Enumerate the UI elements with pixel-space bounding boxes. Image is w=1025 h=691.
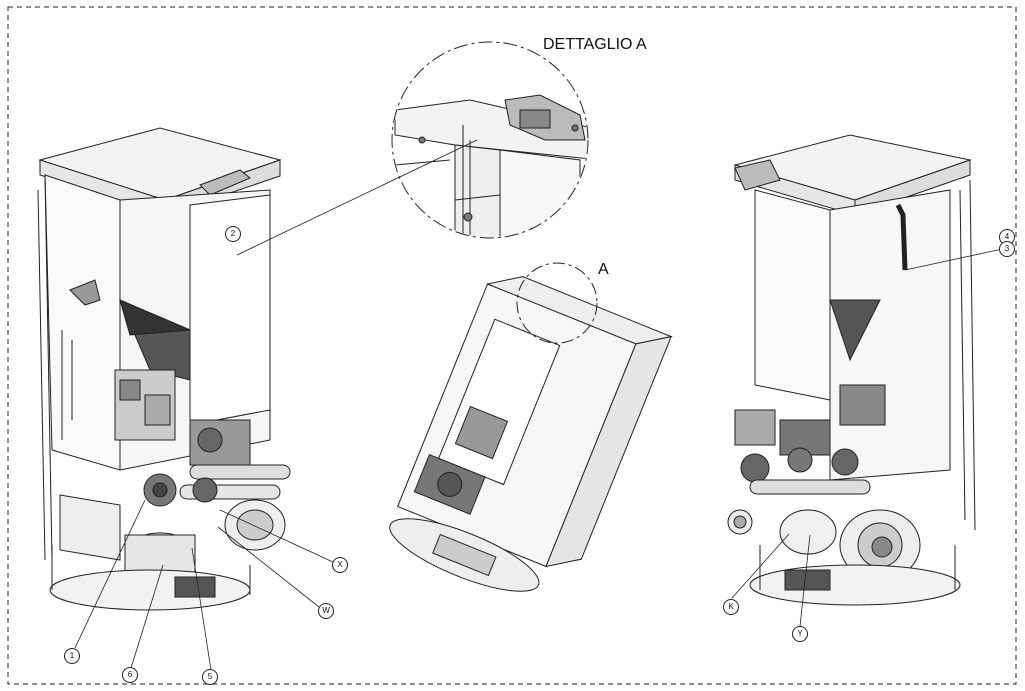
callout-x: X [332, 557, 348, 573]
callout-5: 5 [202, 669, 218, 685]
left-stove-view [37, 127, 291, 611]
detail-a-title: DETTAGLIO A [543, 36, 647, 53]
callout-w: W [318, 603, 334, 619]
callout-6: 6 [122, 667, 138, 683]
callout-3: 3 [999, 241, 1015, 257]
callout-y: Y [792, 626, 808, 642]
callout-1: 1 [64, 648, 80, 664]
center-stove-view [389, 276, 673, 592]
callout-k: K [723, 599, 739, 615]
detail-a-view [391, 41, 589, 239]
detail-a-marker-label: A [598, 261, 609, 278]
callout-2: 2 [225, 226, 241, 242]
leader-lines [74, 139, 1008, 671]
detail-a-marker-circle [516, 262, 598, 344]
right-stove-view [727, 134, 976, 606]
dashed-frame [7, 6, 1017, 685]
